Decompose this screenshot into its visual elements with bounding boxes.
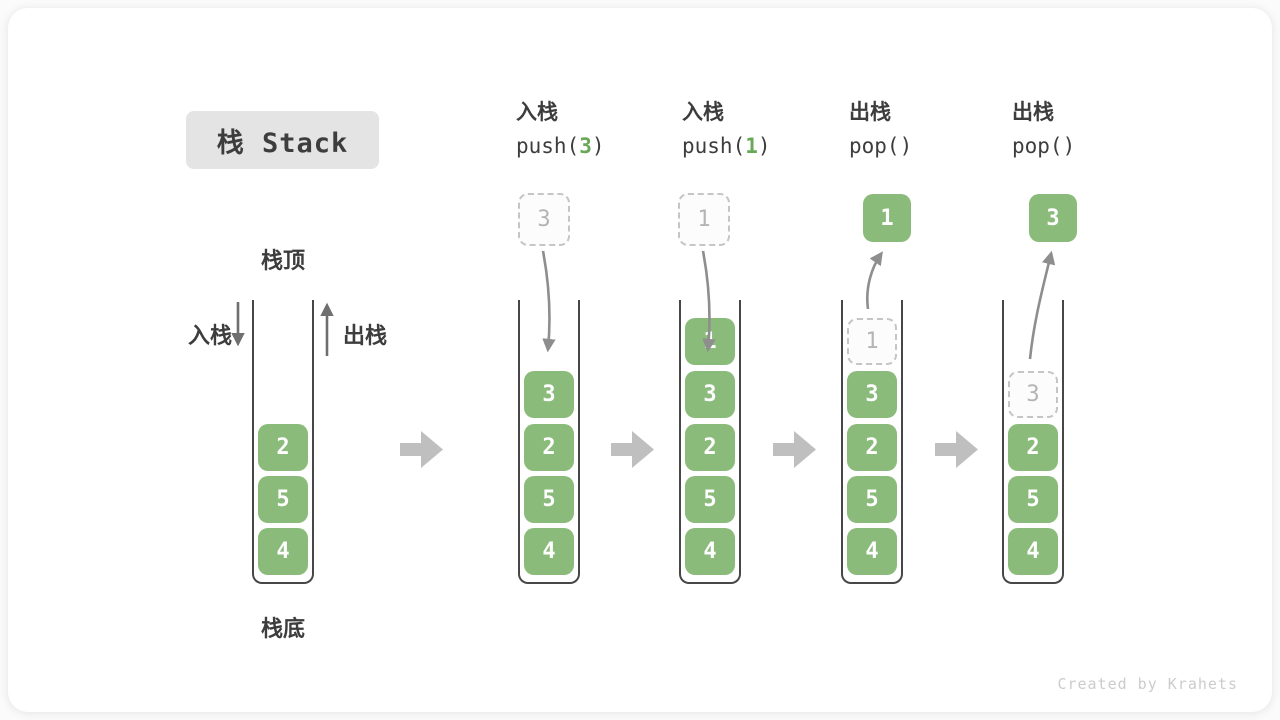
stack-cell: 4 (847, 528, 897, 575)
stack-cell: 3 (847, 371, 897, 418)
stack-cell: 5 (847, 476, 897, 523)
stack-top-label: 栈顶 (260, 249, 305, 274)
op-label-push-3: 入栈 push(3) (516, 102, 605, 157)
stack-container-1 (252, 300, 314, 584)
stack-cell: 2 (1008, 424, 1058, 471)
floating-value-box-popped: 1 (863, 194, 911, 242)
op-cn-label: 出栈 (1012, 100, 1054, 124)
stack-cell: 5 (685, 476, 735, 523)
floating-value-box-dashed: 1 (678, 193, 730, 246)
op-cn-label: 入栈 (516, 100, 558, 124)
stack-cell: 4 (685, 528, 735, 575)
op-code-label: pop() (1012, 134, 1076, 158)
stack-cell: 1 (685, 318, 735, 365)
title-text: 栈 Stack (216, 127, 349, 159)
push-side-label: 入栈 (187, 324, 232, 349)
stack-cell: 3 (685, 371, 735, 418)
op-code-arg: 3 (579, 134, 592, 158)
stack-cell: 4 (1008, 528, 1058, 575)
stack-cell: 2 (847, 424, 897, 471)
op-code-arg: 1 (745, 134, 758, 158)
op-cn-label: 出栈 (849, 100, 891, 124)
op-code-label: push(3) (516, 134, 605, 158)
op-label-push-1: 入栈 push(1) (682, 102, 771, 157)
stack-cell: 5 (524, 476, 574, 523)
op-code-label: push(1) (682, 134, 771, 158)
op-code-label: pop() (849, 134, 913, 158)
stack-cell: 4 (258, 528, 308, 575)
stack-cell: 2 (258, 424, 308, 471)
op-cn-label: 入栈 (682, 100, 724, 124)
stack-cell: 4 (524, 528, 574, 575)
stack-cell: 2 (524, 424, 574, 471)
watermark: Created by Krahets (1057, 675, 1238, 693)
stack-cell: 2 (685, 424, 735, 471)
stack-container-3 (679, 300, 741, 584)
title-badge: 栈 Stack (186, 111, 379, 169)
stack-cell-ghost: 3 (1008, 371, 1058, 418)
stack-bottom-label: 栈底 (260, 617, 305, 642)
stack-cell: 3 (524, 371, 574, 418)
pop-side-label: 出栈 (343, 324, 388, 349)
stack-cell: 5 (1008, 476, 1058, 523)
stack-cell: 5 (258, 476, 308, 523)
floating-value-box-dashed: 3 (518, 193, 570, 246)
floating-value-box-popped: 3 (1029, 194, 1077, 242)
stack-cell-ghost: 1 (847, 318, 897, 365)
stack-container-2 (518, 300, 580, 584)
op-label-pop-1: 出栈 pop() (849, 102, 912, 157)
stack-container-5 (1002, 300, 1064, 584)
stack-container-4 (841, 300, 903, 584)
op-label-pop-3: 出栈 pop() (1012, 102, 1075, 157)
